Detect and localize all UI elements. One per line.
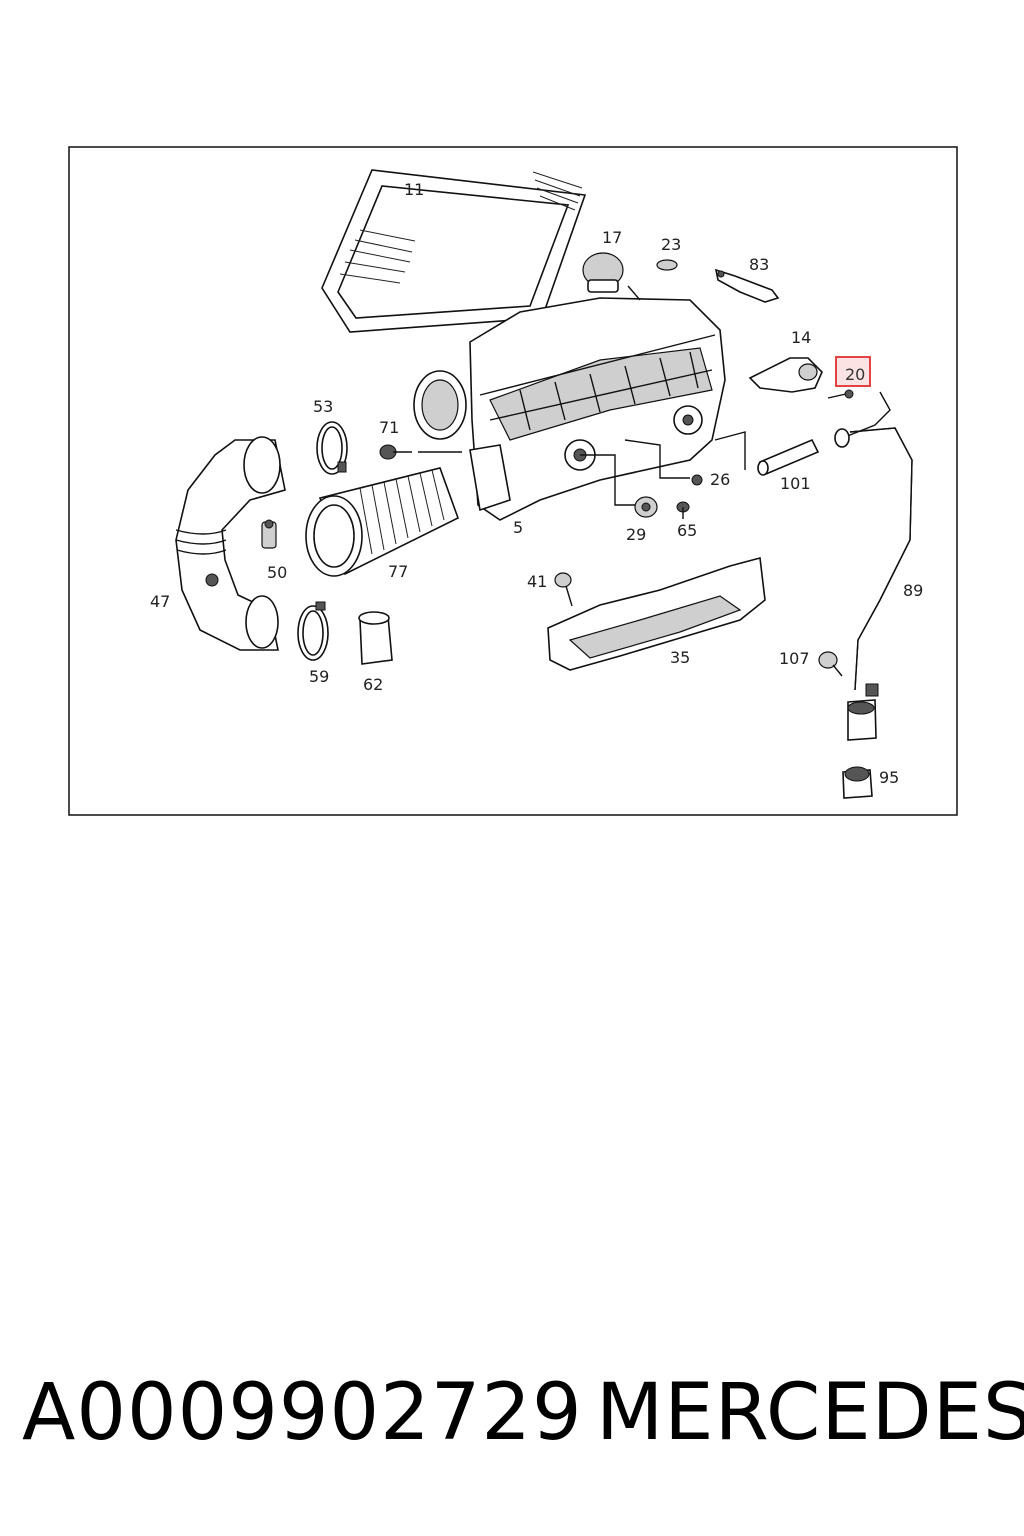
callout-23: 23 [661,235,681,254]
callout-107: 107 [779,649,810,668]
part-number: A0009902729 [22,1368,583,1458]
part-grommet [634,496,658,518]
part-nut [691,474,703,486]
part-sensor-cap [582,252,624,293]
callout-17: 17 [602,228,622,247]
part-bolt-65 [676,501,690,519]
part-heat-shield [547,556,766,671]
callout-101: 101 [780,474,811,493]
callout-41: 41 [527,572,547,591]
callout-77: 77 [388,562,408,581]
part-bolt-71 [379,444,412,460]
callout-50: 50 [267,563,287,582]
callout-95: 95 [879,768,899,787]
callout-65: 65 [677,521,697,540]
part-washer [656,259,678,271]
callout-59: 59 [309,667,329,686]
part-air-filter [321,169,587,333]
callout-5: 5 [513,518,523,537]
part-hose-clamp-53 [316,421,348,475]
part-nipple [261,519,277,549]
part-pipe [834,391,913,741]
part-bolt-41 [554,572,573,607]
callout-35: 35 [670,648,690,667]
callout-83: 83 [749,255,769,274]
callout-20: 20 [845,365,865,384]
part-hose-clamp-59 [297,601,329,661]
part-intake-housing [413,297,726,521]
part-rubber-cap [842,766,873,799]
brand-name: MERCEDES [596,1368,1024,1458]
callout-53: 53 [313,397,333,416]
callout-71: 71 [379,418,399,437]
callout-62: 62 [363,675,383,694]
part-sensor [748,357,823,393]
part-bolt-107 [818,651,843,677]
part-sealing-ring [358,611,393,665]
callout-47: 47 [150,592,170,611]
callout-11: 11 [404,180,424,199]
part-bracket [714,268,780,303]
part-intake-hose [305,467,459,577]
part-sleeve [757,438,820,476]
leader-lines [418,285,746,506]
callout-26: 26 [710,470,730,489]
callout-labels: 11 17 23 83 14 20 53 71 26 101 5 29 65 5… [150,180,923,787]
part-screw [827,389,854,399]
callout-29: 29 [626,525,646,544]
callout-89: 89 [903,581,923,600]
part-air-duct [175,436,286,651]
callout-14: 14 [791,328,811,347]
callout-highlight-box [835,356,871,387]
